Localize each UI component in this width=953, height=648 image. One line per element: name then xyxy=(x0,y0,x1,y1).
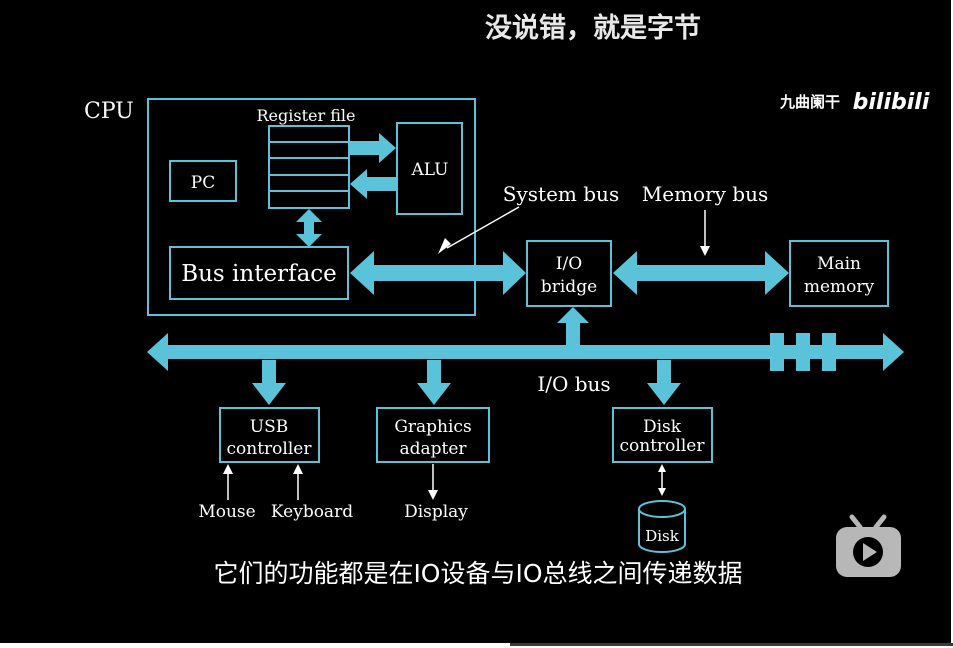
disk-link-head-down xyxy=(658,488,666,496)
io-bus-arrow xyxy=(147,333,904,371)
video-progress-fill xyxy=(0,643,510,646)
bus-interface-box xyxy=(169,246,349,300)
disk-controller-label-2: controller xyxy=(620,436,706,456)
memory-bus-label: Memory bus xyxy=(642,182,768,206)
mouse-label: Mouse xyxy=(198,502,255,522)
pc-label: PC xyxy=(191,173,215,193)
bus-interface-label: Bus interface xyxy=(181,261,337,287)
alu-label: ALU xyxy=(411,160,449,180)
display-label: Display xyxy=(404,502,468,522)
disk-label: Disk xyxy=(645,527,680,545)
cpu-box xyxy=(147,98,476,316)
io-bus-slot-1 xyxy=(770,333,784,371)
pc-box xyxy=(169,160,237,202)
keyboard-arrow-head xyxy=(293,464,303,474)
io-bridge-label-2: bridge xyxy=(541,277,597,297)
system-bus-pointer xyxy=(446,206,520,249)
main-memory-label-1: Main xyxy=(817,254,861,274)
graphics-label-1: Graphics xyxy=(394,417,471,437)
usb-controller-box xyxy=(219,407,320,463)
disk-controller-box xyxy=(612,407,713,463)
keyboard-label: Keyboard xyxy=(271,502,353,522)
usb-label-1: USB xyxy=(250,417,288,437)
graphics-label-2: adapter xyxy=(399,439,467,459)
display-arrow-head xyxy=(428,490,438,500)
io-bus-slot-2 xyxy=(796,333,810,371)
alu-box xyxy=(396,122,463,215)
disk-link-head-up xyxy=(658,464,666,472)
register-file-label: Register file xyxy=(257,106,356,125)
memory-bus-pointer-head xyxy=(700,246,710,256)
main-memory-label-2: memory xyxy=(804,277,875,297)
io-bridge-box xyxy=(526,240,612,307)
io-bridge-label-1: I/O xyxy=(556,254,582,274)
tv-play-icon[interactable] xyxy=(836,514,901,577)
system-bus-arrow xyxy=(350,251,526,295)
memory-bus-arrow xyxy=(613,251,789,295)
arrow-io-bus-to-bridge xyxy=(557,307,589,345)
main-memory-box xyxy=(789,240,889,307)
cpu-label: CPU xyxy=(84,99,134,124)
register-file xyxy=(268,125,350,209)
system-bus-label: System bus xyxy=(503,182,619,206)
arrow-register-to-alu xyxy=(350,133,396,163)
video-subtitle: 它们的功能都是在IO设备与IO总线之间传递数据 xyxy=(213,559,742,588)
usb-label-2: controller xyxy=(227,439,313,459)
arrow-bus-to-graphics xyxy=(417,360,451,405)
arrow-alu-to-register xyxy=(350,169,396,199)
system-bus-pointer-head xyxy=(438,238,451,254)
video-progress-bar[interactable] xyxy=(0,643,953,646)
io-bus-slot-3 xyxy=(822,333,836,371)
watermark-author: 九曲阑干 xyxy=(779,93,840,111)
io-bus-label: I/O bus xyxy=(537,372,610,396)
disk-icon xyxy=(638,500,686,553)
arrow-bus-to-usb xyxy=(252,360,286,405)
bilibili-logo: bilibili xyxy=(853,90,930,115)
arrow-register-bus-interface xyxy=(296,209,322,247)
graphics-adapter-box xyxy=(376,407,490,463)
mouse-arrow-head xyxy=(223,464,233,474)
arrow-bus-to-disk-controller xyxy=(647,360,681,405)
video-title-caption: 没说错，就是字节 xyxy=(485,12,701,44)
disk-controller-label-1: Disk xyxy=(643,417,682,437)
